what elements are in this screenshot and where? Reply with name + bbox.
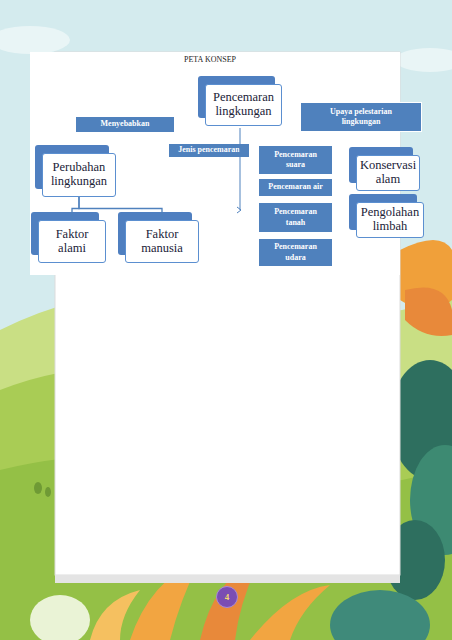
label-box: Menyebabkan (75, 116, 175, 133)
arrow-head (237, 207, 241, 213)
concept-box: Konservasi alam (356, 155, 420, 191)
diagram-title: PETA KONSEP (160, 55, 260, 64)
node-text: Jenis pencemaran (178, 145, 240, 155)
node-text: Pencemaran air (268, 182, 322, 192)
cloud (0, 26, 70, 54)
cloud (395, 48, 452, 72)
concept-box: Faktor manusia (125, 220, 199, 263)
label-box: Upaya pelestarian lingkungan (300, 102, 422, 132)
connector-line (72, 197, 79, 220)
orange-leaf (405, 288, 452, 337)
node-text: 4 (225, 592, 230, 602)
label-box: Jenis pencemaran (168, 143, 250, 158)
concept-box: Pengolahan limbah (356, 202, 424, 238)
label-box: Pencemaran tanah (258, 202, 333, 233)
node-text: Pencemaran lingkungan (210, 91, 277, 119)
grass-spot (45, 487, 51, 497)
node-text: Upaya pelestarian lingkungan (319, 107, 403, 128)
node-text: Pencemaran tanah (269, 207, 322, 228)
concept-box: Perubahan lingkungan (42, 153, 116, 197)
concept-box: Pencemaran lingkungan (205, 84, 282, 126)
grass-spot (34, 482, 42, 494)
orange-frond (250, 585, 330, 640)
bush (330, 590, 430, 640)
flower (30, 595, 90, 640)
label-box: Pencemaran suara (258, 145, 333, 175)
label-box: Pencemaran udara (258, 238, 333, 267)
node-text: Menyebabkan (101, 119, 150, 129)
orange-frond (90, 590, 140, 640)
label-box: Pencemaran air (258, 178, 333, 197)
node-text: Perubahan lingkungan (47, 161, 111, 189)
node-text: Pencemaran suara (269, 150, 322, 171)
node-text: Faktor manusia (130, 228, 194, 256)
node-text: Konservasi alam (359, 159, 417, 187)
connector-line (79, 197, 162, 220)
page-number-badge: 4 (216, 586, 238, 608)
node-text: Pengolahan limbah (359, 206, 421, 234)
leader-line (240, 128, 241, 210)
node-text: Faktor alami (43, 228, 101, 256)
page-edge (55, 575, 400, 583)
concept-map-panel (30, 52, 400, 275)
concept-box: Faktor alami (38, 220, 106, 263)
node-text: Pencemaran udara (269, 242, 322, 263)
